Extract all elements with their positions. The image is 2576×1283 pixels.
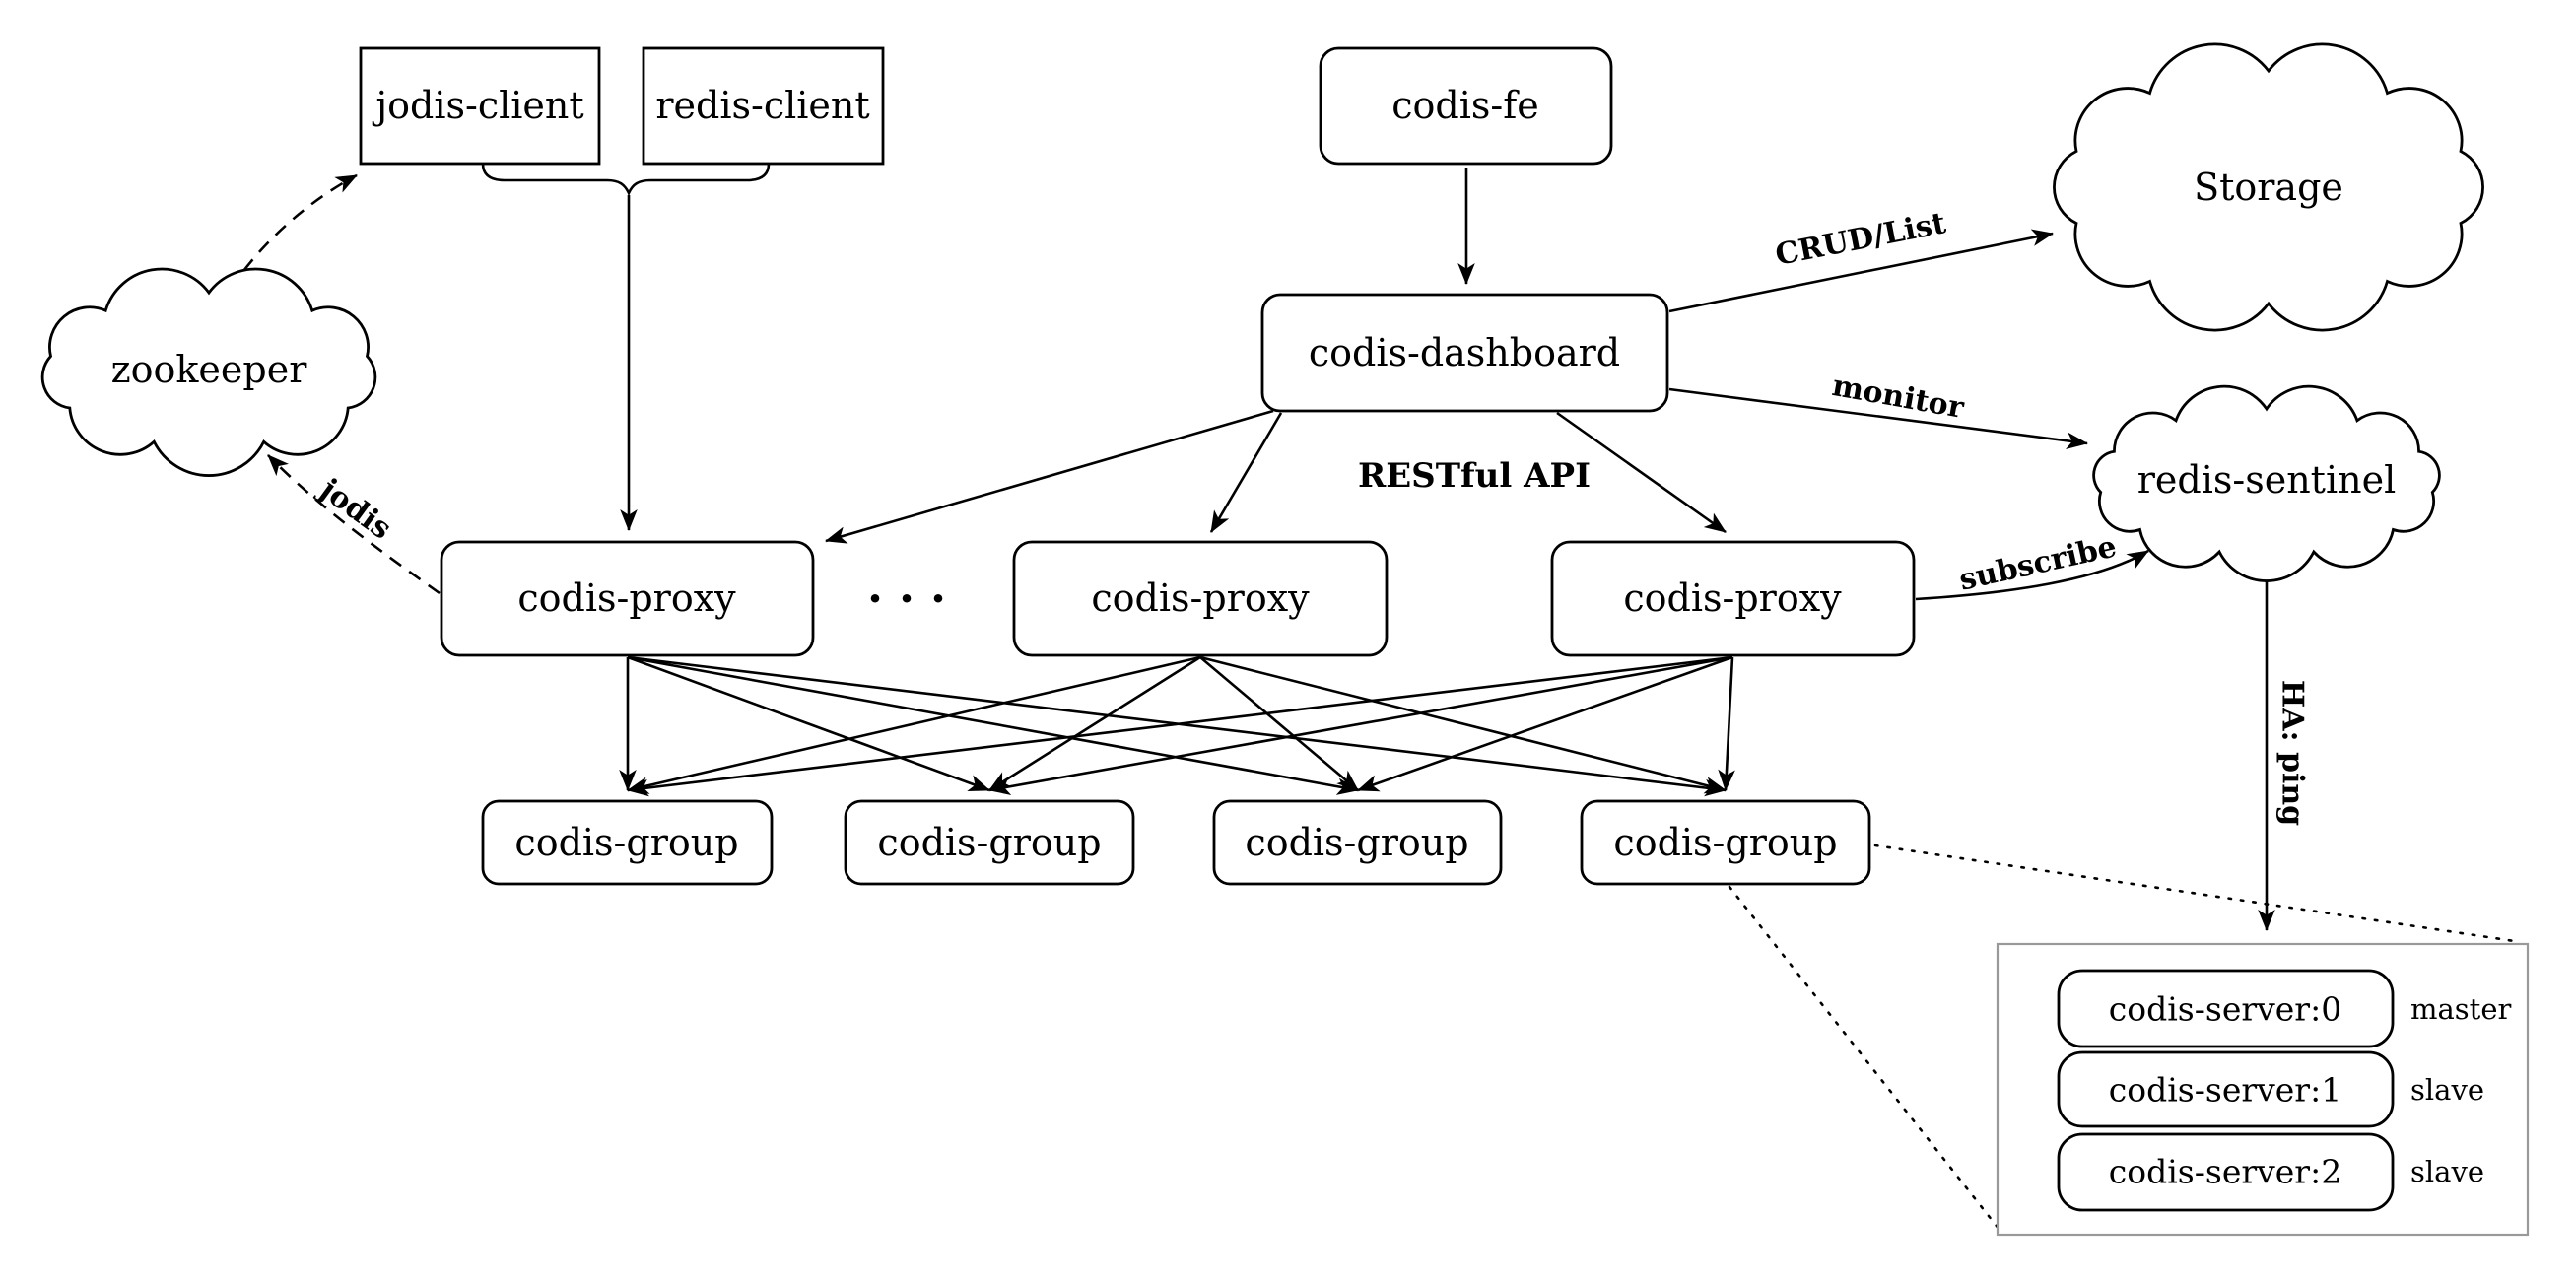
zookeeper-label: zookeeper [111,348,308,391]
codis-proxy-2-box [1012,540,1389,657]
storage-label: Storage [2194,166,2343,209]
edge-dashboard-to-storage [1668,229,2054,313]
codis-group-4-box [1580,799,1871,886]
codis-proxy-1-label: codis-proxy [517,576,736,620]
proxy-group-mesh [619,655,1735,797]
proxy-ellipsis: · · · [867,572,946,625]
codis-server-0-box [2057,969,2395,1048]
server-rows [2057,969,2395,1212]
edge-proxy-to-group [988,655,1733,795]
server-2-role: slave [2410,1155,2484,1188]
codis-proxy-2-label: codis-proxy [1091,576,1310,620]
redis-sentinel-label: redis-sentinel [2137,458,2396,502]
server-0-role: master [2410,992,2511,1026]
codis-group-1-label: codis-group [514,821,738,864]
edge-proxy-to-group [627,655,1201,794]
dotted-group4-to-servers-top [1873,844,2523,944]
redis-client-label: redis-client [655,84,869,127]
nodes [359,46,1916,886]
codis-group-3-label: codis-group [1245,821,1468,864]
codis-group-4-label: codis-group [1613,821,1837,864]
codis-dashboard-label: codis-dashboard [1309,331,1620,374]
codis-group-2-label: codis-group [877,821,1101,864]
edge-proxy1-to-zookeeper [267,454,441,595]
restful-api-label: RESTful API [1358,456,1591,496]
jodis-client-box [359,46,601,166]
codis-server-1-box [2057,1050,2395,1128]
clients-brace [481,163,771,197]
clouds [40,42,2484,582]
role-labels: master slave slave [2410,992,2511,1188]
edge-proxy3-to-sentinel [1915,549,2149,601]
edge-proxy-to-group [1199,655,1727,794]
codis-server-2-box [2057,1132,2395,1212]
codis-server-1-label: codis-server:1 [2109,1071,2341,1110]
codis-server-2-label: codis-server:2 [2109,1153,2341,1191]
redis-client-box [642,46,885,166]
labels: jodis-client redis-client codis-fe codis… [111,84,2397,1191]
storage-cloud [2053,42,2484,332]
zookeeper-cloud [40,267,377,477]
codis-proxy-1-box [440,540,815,657]
codis-group-1-box [481,799,774,886]
edge-proxy-to-group [627,655,1733,797]
redis-sentinel-cloud [2092,384,2441,582]
codis-group-2-box [844,799,1135,886]
edge-dashboard-to-sentinel [1668,387,2088,450]
codis-proxy-3-label: codis-proxy [1623,576,1842,620]
edge-proxy-to-group [1718,656,1735,791]
edge-proxy-to-group [1357,655,1733,792]
codis-fe-box [1319,46,1613,166]
codis-server-0-label: codis-server:0 [2109,990,2341,1029]
jodis-label: jodis [311,471,398,547]
edges [229,163,2523,1232]
ha-ping-label: HA: ping [2275,680,2310,826]
edge-proxy-to-group [1199,656,1359,791]
dotted-group4-to-servers-bottom [1728,885,2001,1232]
edge-dashboard-to-proxy3 [1556,411,1727,534]
crud-list-label: CRUD/List [1773,206,1949,273]
subscribe-label: subscribe [1956,529,2120,597]
codis-proxy-3-box [1550,540,1916,657]
codis-fe-label: codis-fe [1391,84,1539,127]
codis-dashboard-box [1260,293,1669,413]
monitor-label: monitor [1830,369,1968,426]
server-1-role: slave [2410,1073,2484,1107]
edge-zookeeper-to-jodis-client [229,173,358,291]
edge-proxy-to-group [627,655,1359,795]
edge-proxy-to-group [988,655,1201,792]
edge-dashboard-to-proxy2 [1209,412,1283,533]
codis-group-3-box [1212,799,1503,886]
edge-dashboard-to-proxy1 [825,409,1274,544]
edge-proxy-to-group [627,655,990,792]
jodis-client-label: jodis-client [372,84,583,127]
